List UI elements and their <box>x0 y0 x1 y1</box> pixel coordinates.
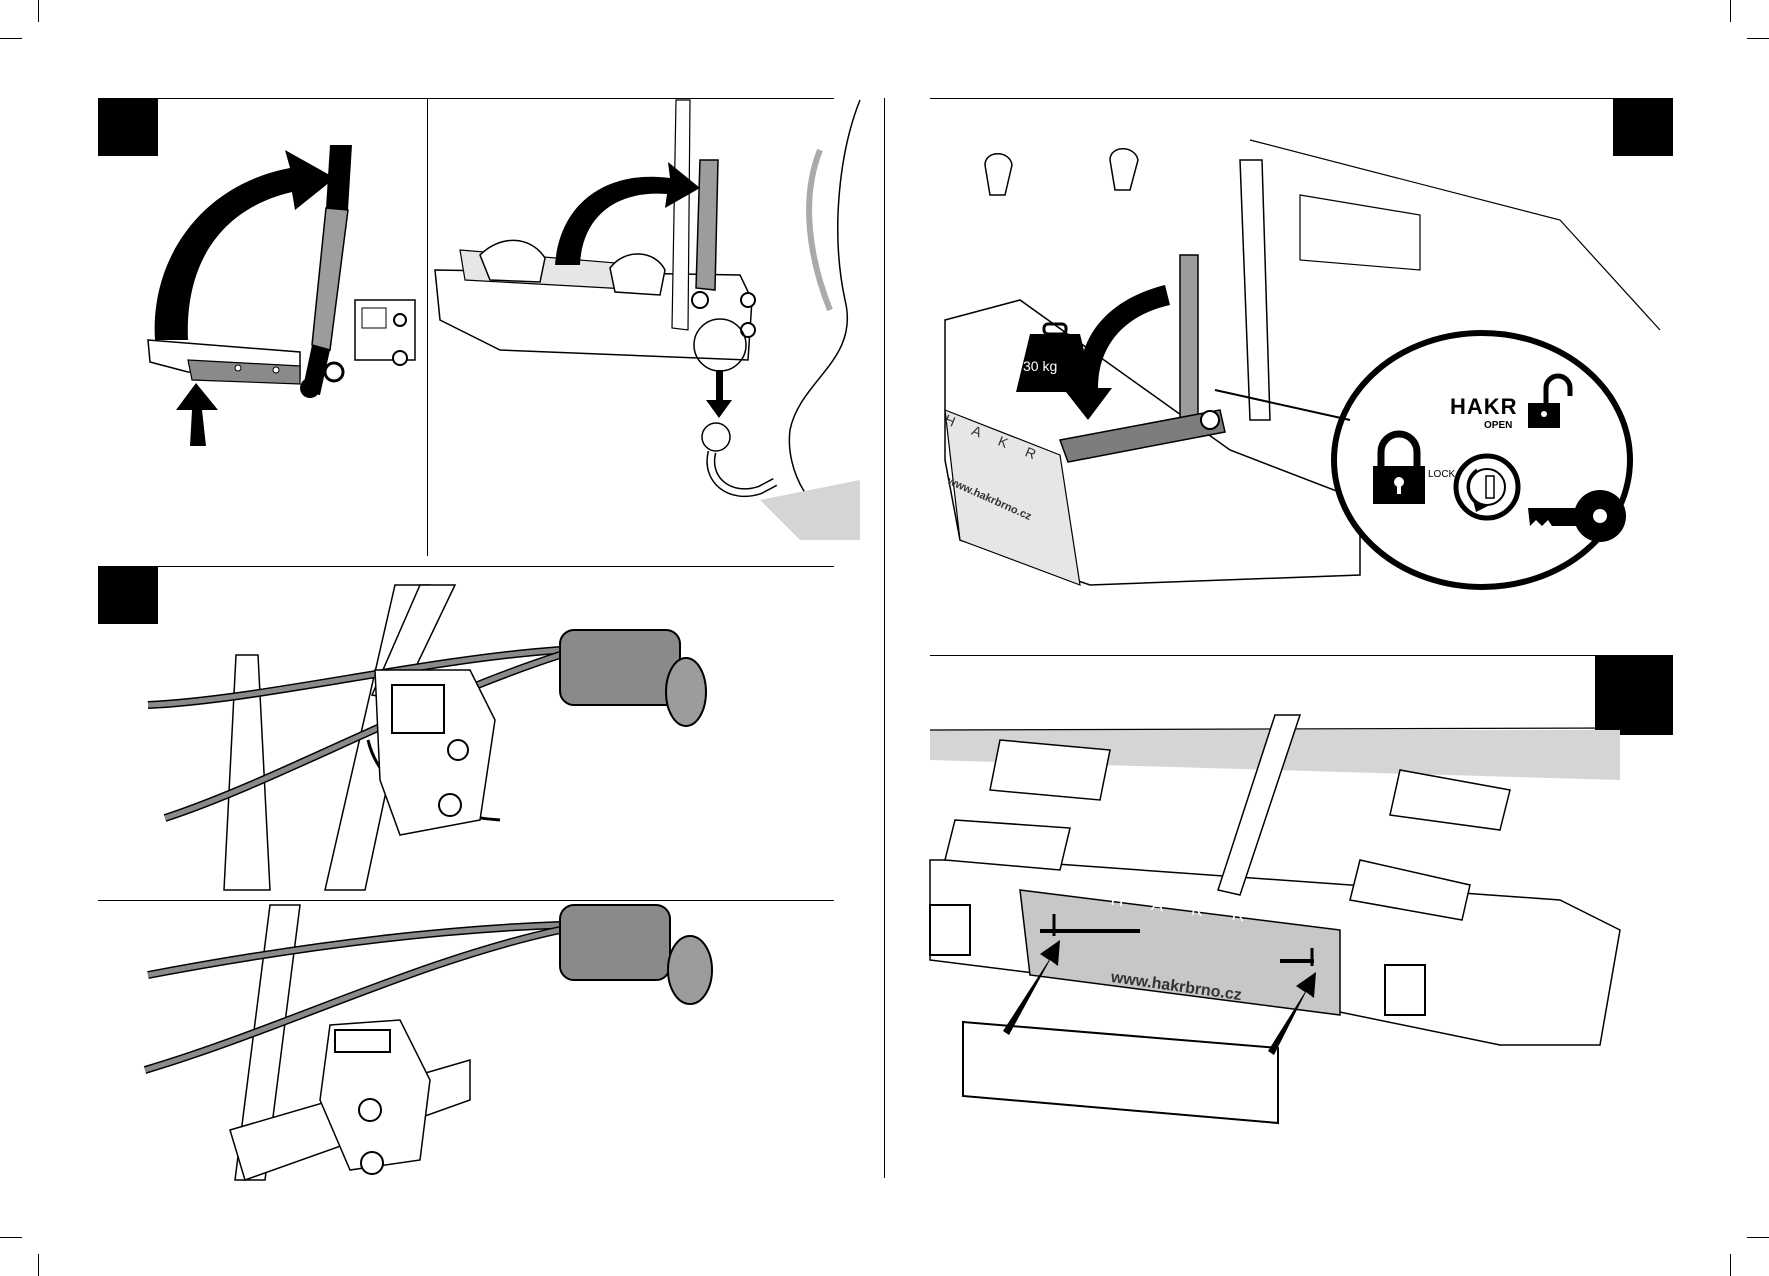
plate-brand-label: H A K R <box>1110 890 1258 926</box>
plate-website-label: www.hakrbrno.cz <box>1110 970 1243 1004</box>
curved-arrow-icon <box>555 162 700 265</box>
page-divider <box>884 98 885 1178</box>
curved-arrow-icon <box>155 150 335 340</box>
step-box-3 <box>1613 98 1673 156</box>
rule-lower-left <box>98 900 834 901</box>
step-box-1 <box>98 98 158 156</box>
key-icon <box>1528 490 1626 542</box>
crop-mark-br-h <box>1747 1237 1769 1238</box>
step-box-4 <box>1595 655 1673 735</box>
open-label: OPEN <box>1484 421 1512 431</box>
lock-label: LOCK <box>1428 470 1455 480</box>
rule-top-left <box>98 98 834 99</box>
rule-top-left-split <box>427 98 428 556</box>
curved-arrow-icon <box>1066 285 1170 420</box>
step-box-2 <box>98 566 158 624</box>
crop-mark-tl-v <box>38 0 39 22</box>
straight-arrow-icon <box>176 383 218 446</box>
crop-mark-bl-h <box>0 1237 22 1238</box>
rule-top-right <box>930 98 1670 99</box>
crop-mark-tl-h <box>0 38 22 39</box>
lock-open-icon <box>1528 376 1570 428</box>
straight-arrow-icon <box>1003 940 1060 1035</box>
carrier-website-label: www.hakrbrno.cz <box>946 476 1033 523</box>
rule-mid-left <box>98 566 834 567</box>
crop-mark-bl-v <box>38 1254 39 1276</box>
straight-arrow-icon <box>706 370 732 418</box>
carrier-brand-label: H A K R <box>943 412 1046 464</box>
weight-label: 30 kg <box>1023 359 1057 373</box>
crop-mark-br-v <box>1730 1254 1731 1276</box>
crop-mark-tr-v <box>1730 0 1731 22</box>
crop-mark-tr-h <box>1747 38 1769 39</box>
lock-brand-label: HAKR <box>1450 396 1518 418</box>
lock-closed-icon <box>1373 434 1425 504</box>
straight-arrow-icon <box>1268 972 1316 1055</box>
rule-mid-right <box>930 655 1670 656</box>
